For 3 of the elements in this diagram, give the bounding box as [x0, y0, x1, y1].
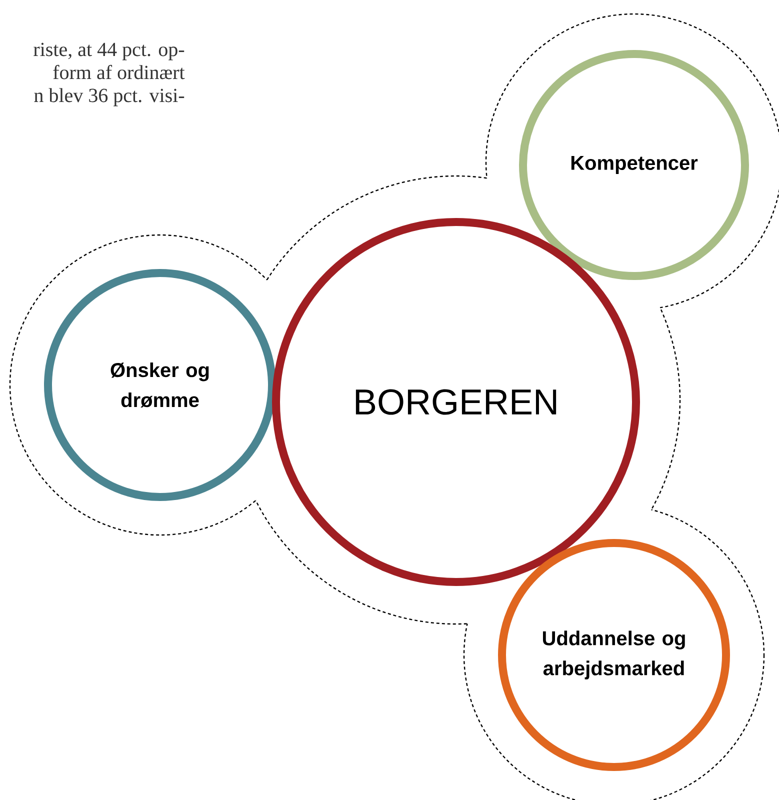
body-text: riste, at 44 pct. op-	[34, 42, 184, 60]
body-text: n blev 36 pct. visi-	[34, 88, 184, 106]
body-text: form af ordinært	[53, 64, 185, 80]
